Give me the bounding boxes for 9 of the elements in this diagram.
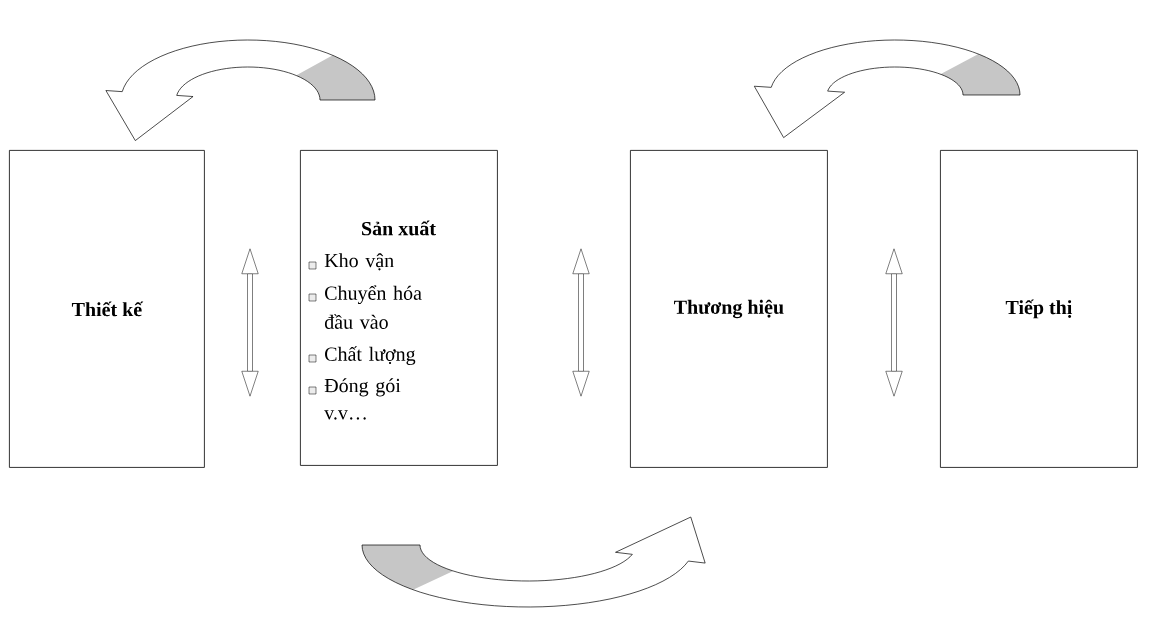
list-item: Kho vận: [324, 253, 394, 271]
box-title: Tiếp thị: [1005, 299, 1073, 319]
list-item: Chuyển hóa đầu vào: [324, 285, 422, 329]
box-title: Sản xuất: [362, 220, 436, 236]
list-item: Đóng gói: [324, 378, 401, 397]
list-item: Chất lượng: [325, 346, 416, 365]
list-item: v.v…: [324, 410, 366, 420]
box-title: Thiết kế: [71, 301, 144, 317]
box-title: Thương hiệu: [674, 299, 784, 319]
